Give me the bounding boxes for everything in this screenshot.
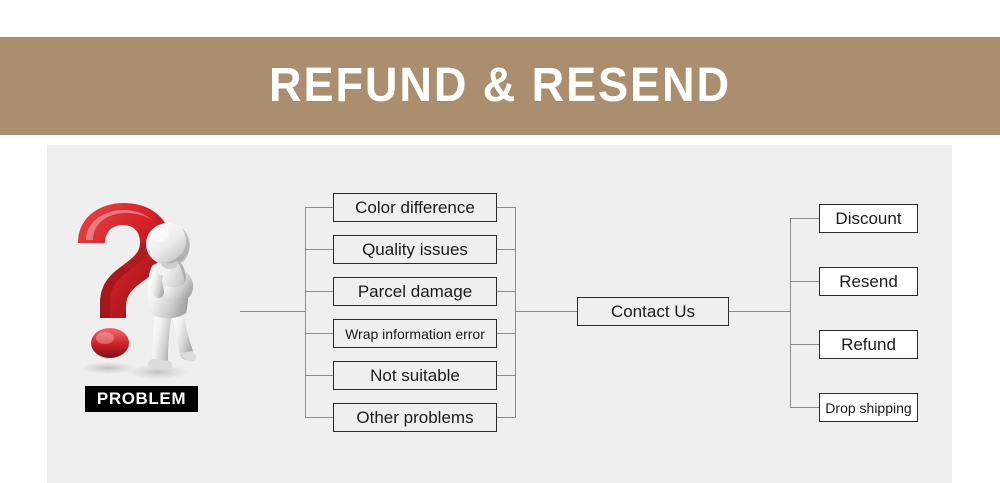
flow-box-not-suitable[interactable]: Not suitable — [333, 361, 497, 390]
flow-box-wrap-information-error[interactable]: Wrap information error — [333, 319, 497, 348]
connector-hub-left-trunk — [515, 207, 517, 417]
connector-hub-stub-1 — [497, 207, 516, 208]
flow-box-label: Refund — [841, 335, 896, 354]
connector-hub-to-resolutions — [729, 311, 791, 312]
connector-cause-stub-6 — [305, 417, 334, 418]
flow-box-discount[interactable]: Discount — [819, 204, 918, 233]
connector-hub-stub-6 — [497, 417, 516, 418]
flow-box-refund[interactable]: Refund — [819, 330, 918, 359]
flow-box-label: Other problems — [356, 408, 474, 427]
flow-box-quality-issues[interactable]: Quality issues — [333, 235, 497, 264]
connector-hub-stub-2 — [497, 249, 516, 250]
flow-box-drop-shipping[interactable]: Drop shipping — [819, 393, 918, 422]
flow-box-label: Discount — [835, 209, 902, 228]
connector-hub-stub-3 — [497, 291, 516, 292]
connector-resolution-stub-2 — [790, 281, 820, 282]
connector-cause-stub-1 — [305, 207, 334, 208]
flow-box-parcel-damage[interactable]: Parcel damage — [333, 277, 497, 306]
page-title: REFUND & RESEND — [269, 59, 731, 112]
connector-trunk-to-hub — [515, 311, 577, 312]
flow-box-color-difference[interactable]: Color difference — [333, 193, 497, 222]
connector-resolution-stub-1 — [790, 218, 820, 219]
flow-box-other-problems[interactable]: Other problems — [333, 403, 497, 432]
flow-box-label: Drop shipping — [825, 399, 912, 416]
diagram-panel — [47, 145, 952, 483]
flow-box-label: Not suitable — [370, 366, 460, 385]
flow-box-label: Quality issues — [362, 240, 468, 259]
connector-cause-stub-5 — [305, 375, 334, 376]
flow-box-label: Contact Us — [610, 302, 696, 321]
flow-box-label: Resend — [839, 272, 898, 291]
connector-resolution-stub-3 — [790, 344, 820, 345]
flow-box-contact-us[interactable]: Contact Us — [577, 297, 729, 326]
problem-label: PROBLEM — [85, 386, 198, 412]
flow-box-resend[interactable]: Resend — [819, 267, 918, 296]
connector-resolution-stub-4 — [790, 407, 820, 408]
connector-cause-stub-4 — [305, 333, 334, 334]
flow-box-label: Wrap information error — [345, 325, 485, 342]
connector-causes-trunk — [305, 207, 307, 417]
connector-resolutions-trunk — [790, 218, 792, 408]
connector-cause-stub-2 — [305, 249, 334, 250]
problem-illustration: PROBLEM — [60, 200, 220, 420]
connector-hub-stub-4 — [497, 333, 516, 334]
flow-box-label: Color difference — [355, 198, 475, 217]
connector-problem-to-causes — [240, 311, 306, 312]
connector-cause-stub-3 — [305, 291, 334, 292]
question-mark-thinking-person-icon — [78, 203, 197, 380]
header-band: REFUND & RESEND — [0, 37, 1000, 135]
flow-box-label: Parcel damage — [357, 282, 473, 301]
connector-hub-stub-5 — [497, 375, 516, 376]
